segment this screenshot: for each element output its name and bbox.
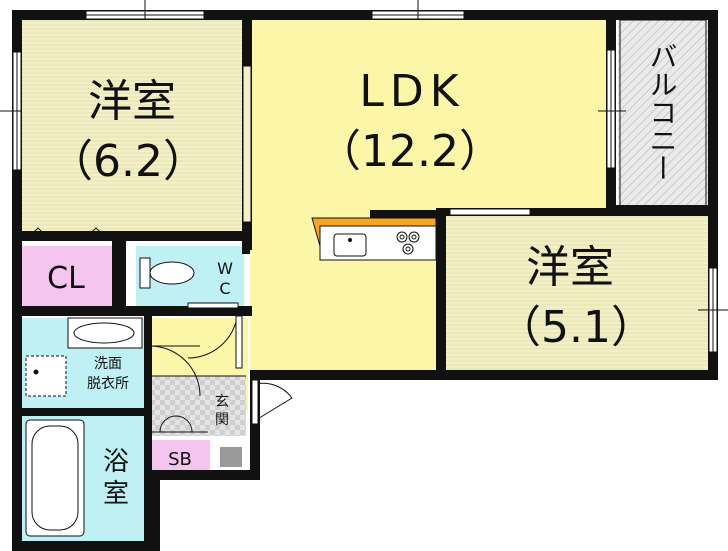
washroom-door	[149, 345, 201, 397]
window-ticks	[0, 0, 728, 311]
bathroom-name-top: 浴	[103, 447, 129, 477]
entrance-name-top: 玄	[215, 393, 229, 410]
shoe-box-floor	[150, 440, 210, 470]
kitchen-counter	[311, 217, 437, 261]
toilet-fixture	[139, 257, 195, 289]
bathtub	[25, 419, 85, 537]
entrance-floor	[150, 376, 246, 436]
bathroom-name-bottom: 室	[103, 479, 129, 509]
entrance-door	[251, 379, 293, 425]
western-room-1-size: （6.2）	[49, 136, 207, 187]
western-room-1-name: 洋室	[88, 76, 176, 127]
ldk-name: LDK	[359, 66, 464, 117]
shoe-box-name: SB	[168, 449, 192, 470]
washroom-name-bottom: 脱衣所	[87, 376, 129, 392]
toilet-door	[187, 302, 243, 369]
toilet-name-bottom: C	[219, 279, 230, 298]
western-room-2-floor	[446, 214, 708, 370]
ldk-size: （12.2）	[317, 126, 503, 177]
wash-basin	[67, 317, 143, 349]
western-room-2-size: （5.1）	[497, 302, 655, 353]
shoe-box-doors	[152, 415, 208, 433]
closet-name: CL	[47, 261, 85, 296]
toilet-name-top: W	[217, 259, 233, 278]
entrance-name-bottom: 関	[215, 412, 229, 428]
balcony-floor	[618, 18, 708, 208]
washing-machine-space	[25, 355, 67, 397]
western-room-1-floor	[20, 18, 246, 231]
balcony-name: バルコニー	[646, 42, 679, 182]
closet-floor	[20, 246, 112, 306]
washroom-name-top: 洗面	[94, 356, 122, 372]
western-room-2-name: 洋室	[526, 242, 614, 293]
balcony-rail	[619, 19, 707, 207]
entrance-step-box	[220, 447, 242, 467]
closet-doors	[22, 227, 110, 237]
